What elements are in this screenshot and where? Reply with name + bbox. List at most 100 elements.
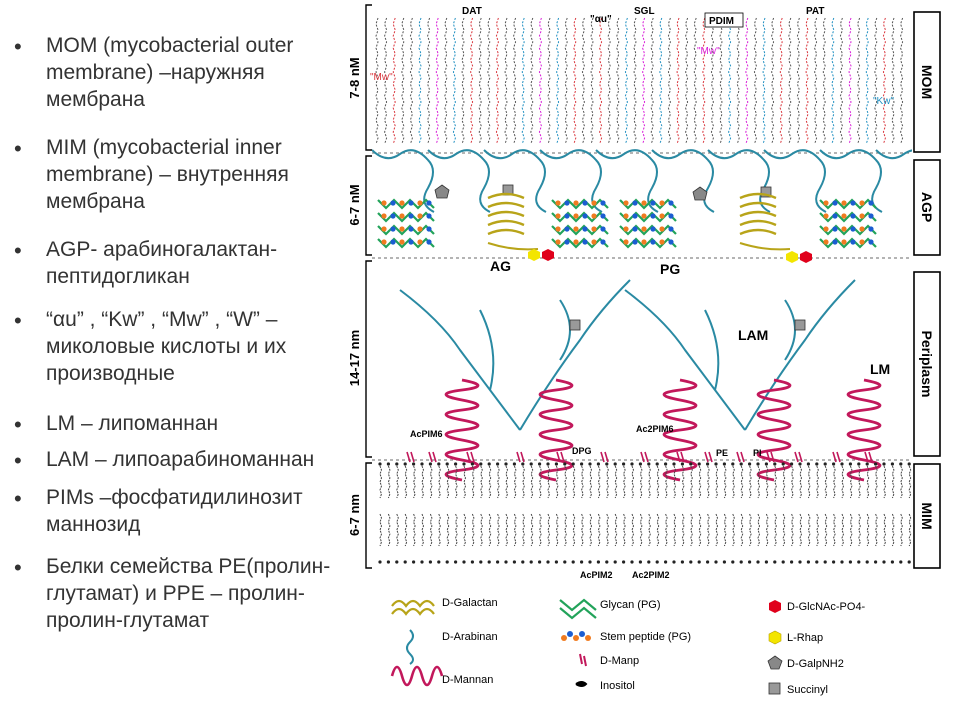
mim-headgroup-lower xyxy=(605,560,609,564)
mim-lipid-tail-upper xyxy=(505,465,509,499)
mom-lipid-chain xyxy=(865,17,869,145)
bullet-dot: • xyxy=(14,412,22,437)
stem-peptide-bead xyxy=(850,239,856,245)
mim-headgroup-upper xyxy=(848,462,853,466)
stem-peptide-bead xyxy=(659,213,665,219)
mim-headgroup-lower xyxy=(638,560,643,564)
mim-lipid-tail-upper xyxy=(673,465,677,499)
stem-peptide-bead xyxy=(555,213,561,219)
mim-headgroup-upper xyxy=(638,462,643,466)
mim-headgroup-lower xyxy=(890,560,895,564)
stem-peptide-bead xyxy=(426,226,432,232)
mim-headgroup-upper xyxy=(874,462,878,466)
mim-headgroup-lower xyxy=(689,560,693,564)
mim-headgroup-lower xyxy=(899,560,903,564)
mim-headgroup-upper xyxy=(596,462,601,466)
arabinan-chain xyxy=(372,149,435,213)
galpnh2-icon xyxy=(434,184,450,199)
mim-lipid-tail-upper xyxy=(581,465,584,499)
mim-lipid-tail-lower xyxy=(555,513,559,547)
mannan-spring xyxy=(538,378,574,482)
mim-lipid-tail-lower xyxy=(858,513,861,547)
succinyl-icon xyxy=(794,319,806,331)
cell-envelope-diagram: 7-8 nM 6-7 nM 14-17 nm 6-7 nm MOM AGP Pe… xyxy=(347,4,941,696)
mim-headgroup-upper xyxy=(496,462,500,466)
mim-headgroup-upper xyxy=(756,462,760,466)
stem-peptide-bead xyxy=(426,239,432,245)
mim-headgroup-upper xyxy=(521,462,525,466)
mom-lipid-chain xyxy=(719,17,723,145)
stem-peptide-bead xyxy=(426,200,432,206)
stem-peptide-bead xyxy=(832,226,838,232)
mom-lipid-chain xyxy=(814,17,818,145)
mim-headgroup-lower xyxy=(781,560,785,564)
mom-lipid-chain xyxy=(796,17,800,145)
galactan-coil xyxy=(739,210,777,218)
agp-side-label: AGP xyxy=(919,192,935,222)
mim-lipid-tail-lower xyxy=(572,513,576,547)
mim-headgroup-lower xyxy=(521,560,525,564)
mim-headgroup-upper xyxy=(479,462,483,466)
stem-peptide-bead xyxy=(668,226,674,232)
glycan-strand xyxy=(619,237,677,249)
mim-headgroup-lower xyxy=(403,560,407,564)
mom-lipid-chain xyxy=(392,17,396,145)
galactan-coil xyxy=(487,201,525,209)
mim-lipid-tail-lower xyxy=(774,513,777,547)
mim-lipid-tail-lower xyxy=(757,513,761,547)
lam-branch xyxy=(704,309,720,391)
manp-icon xyxy=(466,451,475,463)
mim-headgroup-lower xyxy=(882,560,886,564)
stem-peptide-bead xyxy=(573,200,579,206)
mim-lipid-tail-lower xyxy=(782,513,786,547)
stem-peptide-bead xyxy=(582,213,588,219)
stem-peptide-bead xyxy=(390,200,396,206)
stem-peptide-bead xyxy=(868,239,874,245)
stem-peptide-bead xyxy=(564,200,570,206)
mim-headgroup-upper xyxy=(773,462,777,466)
mim-headgroup-lower xyxy=(714,560,718,564)
mim-headgroup-lower xyxy=(680,560,685,564)
mim-lipid-tail-upper xyxy=(732,465,735,499)
mom-lipid-chain xyxy=(538,17,542,145)
mim-lipid-tail-lower xyxy=(707,513,710,547)
mim-lipid-tail-upper xyxy=(547,465,551,499)
glycan-strand xyxy=(551,211,609,223)
galactan-coil xyxy=(487,219,525,227)
mim-lipid-tail-upper xyxy=(891,465,895,499)
mim-headgroup-lower xyxy=(445,560,449,564)
bullet-text: Белки семейства PE(пролин- глутамат) и P… xyxy=(46,555,331,632)
mim-headgroup-lower xyxy=(546,560,550,564)
glycan-strand xyxy=(819,198,877,210)
mim-lipid-tail-upper xyxy=(396,465,399,499)
mim-headgroup-upper xyxy=(437,462,441,466)
mim-lipid-tail-lower xyxy=(597,513,601,547)
mim-headgroup-upper xyxy=(882,462,886,466)
mom-lipid-chain xyxy=(771,17,775,145)
rhap-icon xyxy=(786,251,798,263)
stem-peptide-bead xyxy=(659,226,665,232)
mim-headgroup-lower xyxy=(764,560,769,564)
mannan-spring xyxy=(756,378,792,482)
mim-lipid-tail-upper xyxy=(497,465,500,499)
stem-peptide-bead xyxy=(668,213,674,219)
glcnac-icon xyxy=(800,251,812,263)
mim-lipid-tail-upper xyxy=(522,465,525,499)
mim-headgroup-upper xyxy=(378,462,382,466)
stem-peptide-bead xyxy=(823,226,829,232)
dat-label: DAT xyxy=(462,6,482,17)
glycan-strand xyxy=(377,224,435,236)
mim-lipid-tail-lower xyxy=(522,513,525,547)
mim-lipid-tail-lower xyxy=(438,513,441,547)
arabinan-legend-icon xyxy=(406,629,414,665)
stem-peptide-bead xyxy=(641,226,647,232)
mim-headgroup-upper xyxy=(832,462,836,466)
stem-peptide-bead xyxy=(841,239,847,245)
arabinan-legend-label: D-Arabinan xyxy=(442,631,498,643)
mim-lipid-tail-upper xyxy=(597,465,601,499)
mim-lipid-tail-lower xyxy=(673,513,677,547)
stem-peptide-bead xyxy=(650,239,656,245)
mim-lipid-tail-lower xyxy=(698,513,702,547)
mim-lipid-tail-lower xyxy=(656,513,660,547)
mom-lipid-chain xyxy=(624,17,628,145)
